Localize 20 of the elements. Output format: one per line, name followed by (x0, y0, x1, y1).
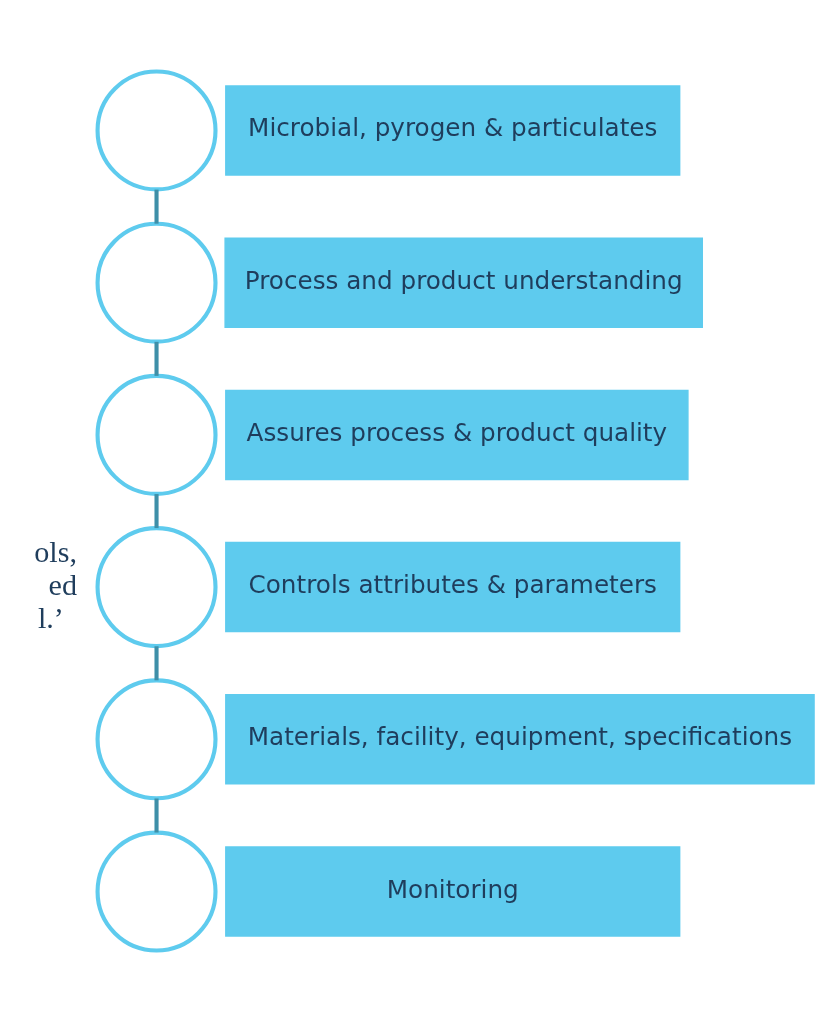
node-circle (95, 525, 218, 648)
connector (154, 493, 159, 528)
label: ols, (34, 534, 77, 569)
label: ed (48, 567, 77, 602)
node-box: Microbial, pyrogen & particulates (225, 84, 681, 176)
node-box: Monitoring (225, 845, 681, 937)
node-box: Process and product understanding (224, 236, 703, 328)
label: l.’ (37, 600, 64, 635)
node-circle (95, 677, 218, 800)
node-circle (95, 68, 218, 191)
node-box: Materials, facility, equipment, specifications (225, 693, 815, 785)
node-circle (95, 830, 218, 953)
connector (154, 645, 159, 680)
node-circle (95, 373, 218, 496)
connector (154, 341, 159, 376)
connector (154, 189, 159, 224)
node-box: Controls attributes & parameters (225, 541, 681, 632)
connector (154, 798, 159, 833)
node-circle (95, 221, 218, 344)
node-box: Assures process & product quality (225, 389, 689, 480)
